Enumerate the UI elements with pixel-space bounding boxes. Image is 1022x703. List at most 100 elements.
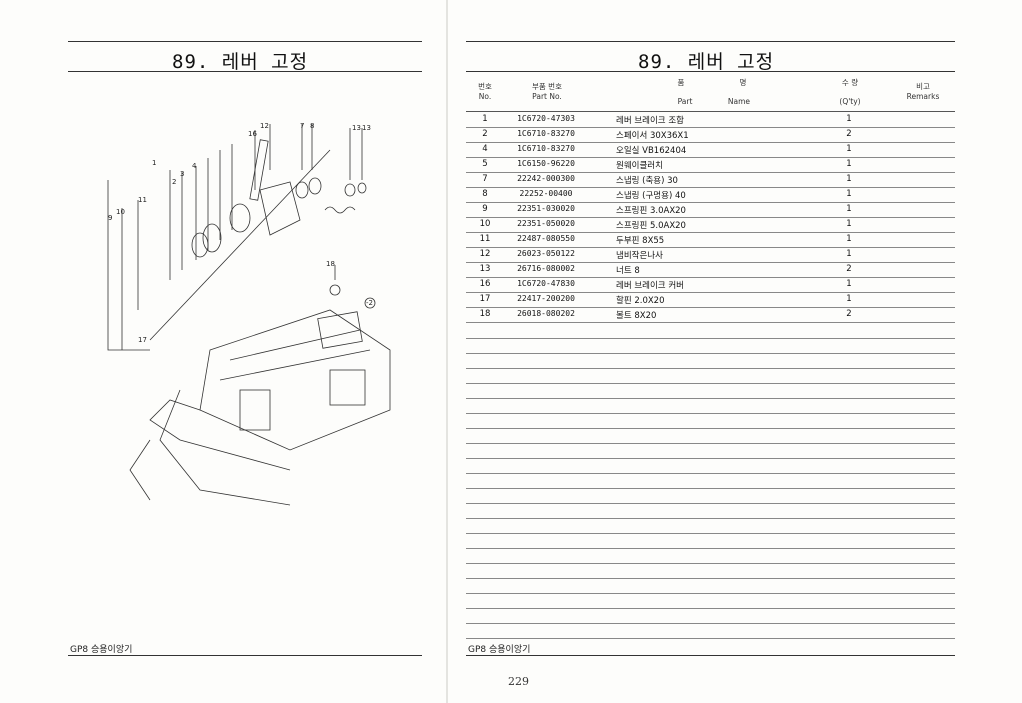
row-part-name: 할핀 2.0X20	[616, 296, 665, 306]
row-no: 8	[482, 189, 488, 199]
callout-12: 12	[260, 122, 269, 130]
row-part-name: 스프링핀 3.0AX20	[616, 206, 686, 216]
callout-17: 17	[138, 336, 147, 344]
empty-row-line	[466, 473, 955, 474]
callout-10: 10	[116, 208, 125, 216]
row-divider	[466, 262, 955, 263]
page-fold	[446, 0, 448, 703]
empty-row-line	[466, 593, 955, 594]
callout-2: 2	[172, 178, 176, 186]
row-no: 10	[479, 219, 491, 229]
row-qty: 1	[846, 189, 852, 199]
table-row: 4 1C6710-83270 오일실 VB162404 1	[466, 142, 955, 157]
callout-3: 3	[180, 170, 184, 178]
row-divider	[466, 157, 955, 158]
row-no: 1	[482, 114, 488, 124]
empty-row-line	[466, 548, 955, 549]
left-bottom-rule	[68, 655, 422, 656]
table-row: 5 1C6150-96220 원웨이클러치 1	[466, 157, 955, 172]
empty-row-line	[466, 353, 955, 354]
empty-row-line	[466, 338, 955, 339]
callout-1: 1	[152, 159, 156, 167]
row-part-name: 스프링핀 5.0AX20	[616, 221, 686, 231]
callout-9: 9	[108, 214, 112, 222]
row-no: 13	[479, 264, 491, 274]
row-part-name: 레버 브레이크 커버	[616, 281, 684, 291]
row-no: 17	[479, 294, 491, 304]
empty-row-line	[466, 608, 955, 609]
empty-row-line	[466, 368, 955, 369]
table-row: 9 22351-030020 스프링핀 3.0AX20 1	[466, 202, 955, 217]
table-row: 18 26018-080202 볼트 8X20 2	[466, 307, 955, 322]
header-no-ko: 번호	[478, 82, 492, 91]
exploded-parts-diagram: 1 2 3 4 7 8 9 10 11 12 13 13 16 17 18 -2	[107, 122, 391, 506]
table-row: 12 26023-050122 냄비작은나사 1	[466, 247, 955, 262]
header-remarks-en: Remarks	[906, 92, 940, 101]
row-part-number: 26018-080202	[517, 309, 575, 318]
header-remarks: 비고 Remarks	[898, 82, 948, 102]
row-part-number: 1C6150-96220	[517, 159, 575, 168]
row-divider	[466, 322, 955, 323]
empty-row-line	[466, 518, 955, 519]
row-no: 9	[482, 204, 488, 214]
callout-16: 16	[248, 130, 257, 138]
header-name-en-part: Part	[677, 97, 693, 106]
empty-row-line	[466, 578, 955, 579]
right-title-rule	[466, 71, 955, 72]
right-page-title: 89. 레버 고정	[638, 51, 775, 73]
row-no: 11	[479, 234, 491, 244]
row-part-number: 22351-050020	[517, 219, 575, 228]
row-qty: 1	[846, 279, 852, 289]
table-row: 2 1C6710-83270 스페이서 30X36X1 2	[466, 127, 955, 142]
row-part-name: 너트 8	[616, 266, 640, 276]
left-page-title: 89. 레버 고정	[172, 51, 309, 73]
empty-row-line	[466, 458, 955, 459]
row-qty: 2	[846, 264, 852, 274]
row-no: 2	[482, 129, 488, 139]
row-part-name: 볼트 8X20	[616, 311, 657, 321]
row-qty: 1	[846, 234, 852, 244]
page-number: 229	[508, 675, 529, 688]
row-qty: 1	[846, 159, 852, 169]
row-qty: 1	[846, 294, 852, 304]
callout-18: 18	[326, 260, 335, 268]
row-qty: 2	[846, 309, 852, 319]
header-no: 번호 No.	[470, 82, 500, 102]
row-no: 5	[482, 159, 488, 169]
header-part-no-ko: 부품 번호	[532, 82, 562, 91]
row-part-number: 26023-050122	[517, 249, 575, 258]
table-row: 16 1C6720-47830 레버 브레이크 커버 1	[466, 277, 955, 292]
row-divider	[466, 217, 955, 218]
empty-row-line	[466, 383, 955, 384]
row-no: 18	[479, 309, 491, 319]
table-row: 10 22351-050020 스프링핀 5.0AX20 1	[466, 217, 955, 232]
row-no: 4	[482, 144, 488, 154]
header-no-en: No.	[478, 92, 492, 101]
callout-11: 11	[138, 196, 147, 204]
empty-row-line	[466, 638, 955, 639]
table-row: 13 26716-080002 너트 8 2	[466, 262, 955, 277]
row-divider	[466, 292, 955, 293]
row-part-name: 냄비작은나사	[616, 251, 663, 261]
header-qty-ko: 수 량	[841, 78, 859, 87]
header-name-ko-1: 품	[677, 78, 685, 87]
row-qty: 1	[846, 144, 852, 154]
row-part-number: 1C6710-83270	[517, 129, 575, 138]
right-footer: GP8 승용이앙기	[468, 645, 531, 655]
row-divider	[466, 307, 955, 308]
header-qty-en: (Q'ty)	[839, 97, 861, 106]
row-part-name: 스냅링 (구멍용) 40	[616, 191, 686, 201]
callout-13b: 13	[362, 124, 371, 132]
row-qty: 2	[846, 129, 852, 139]
row-no: 12	[479, 249, 491, 259]
header-divider	[466, 111, 955, 112]
empty-row-line	[466, 488, 955, 489]
empty-row-line	[466, 533, 955, 534]
table-row: 11 22487-080550 두부핀 8X55 1	[466, 232, 955, 247]
row-part-number: 22487-080550	[517, 234, 575, 243]
left-title-rule	[68, 71, 422, 72]
row-divider	[466, 232, 955, 233]
header-name-ko-2: 명	[739, 78, 747, 87]
table-row: 1 1C6720-47303 레버 브레이크 조합 1	[466, 112, 955, 127]
row-part-name: 원웨이클러치	[616, 161, 663, 171]
